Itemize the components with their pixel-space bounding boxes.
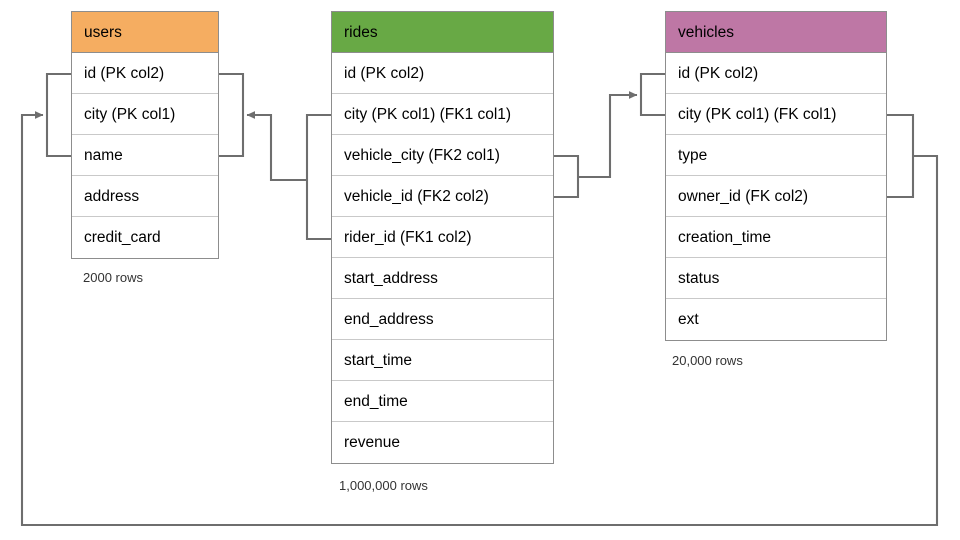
table-users-header: users: [72, 12, 218, 53]
vehicles-right-bracket: [887, 113, 915, 199]
table-rides-column-revenue[interactable]: revenue: [344, 434, 401, 451]
fk1-connector: [246, 111, 307, 182]
rides-right-bracket: [554, 154, 580, 199]
table-rides-column-end-address[interactable]: end_address: [332, 299, 553, 340]
table-rides-column-start-time[interactable]: start_time: [332, 340, 553, 381]
table-rides-header: rides: [332, 12, 553, 53]
table-rides-column-vehicle-city[interactable]: vehicle_city (FK2 col1): [332, 135, 553, 176]
table-rides-column-vehicle-id[interactable]: vehicle_id (FK2 col2): [332, 176, 553, 217]
table-vehicles-column-id[interactable]: id (PK col2): [666, 53, 886, 94]
users-right-bracket: [219, 72, 245, 158]
table-rides-column-rider-id[interactable]: rider_id (FK1 col2): [332, 217, 553, 258]
table-vehicles-column-ext[interactable]: ext: [678, 311, 699, 328]
table-vehicles-row-count: 20,000 rows: [672, 353, 743, 368]
table-users-title: users: [84, 24, 122, 41]
table-users-column-city[interactable]: city (PK col1): [72, 94, 218, 135]
table-rides-title: rides: [344, 24, 378, 41]
table-vehicles-column-owner-id[interactable]: owner_id (FK col2): [666, 176, 886, 217]
table-vehicles-column-creation-time[interactable]: creation_time: [666, 217, 886, 258]
table-rides-column-city[interactable]: city (PK col1) (FK1 col1): [332, 94, 553, 135]
table-vehicles-header: vehicles: [666, 12, 886, 53]
table-rides-column-start-address[interactable]: start_address: [332, 258, 553, 299]
table-users[interactable]: users id (PK col2) city (PK col1) name a…: [71, 11, 219, 259]
table-users-column-credit-card[interactable]: credit_card: [84, 229, 161, 246]
users-left-bracket: [45, 72, 71, 158]
table-rides-column-end-time[interactable]: end_time: [332, 381, 553, 422]
table-users-column-name[interactable]: name: [72, 135, 218, 176]
table-vehicles[interactable]: vehicles id (PK col2) city (PK col1) (FK…: [665, 11, 887, 341]
table-users-row-count: 2000 rows: [83, 270, 143, 285]
table-users-column-id[interactable]: id (PK col2): [72, 53, 218, 94]
table-vehicles-column-type[interactable]: type: [666, 135, 886, 176]
table-vehicles-column-status[interactable]: status: [666, 258, 886, 299]
table-rides[interactable]: rides id (PK col2) city (PK col1) (FK1 c…: [331, 11, 554, 464]
table-vehicles-column-city[interactable]: city (PK col1) (FK col1): [666, 94, 886, 135]
table-users-column-address[interactable]: address: [72, 176, 218, 217]
vehicles-left-bracket: [639, 72, 665, 117]
table-rides-column-id[interactable]: id (PK col2): [332, 53, 553, 94]
rides-left-bracket: [305, 113, 331, 241]
table-rides-row-count: 1,000,000 rows: [339, 478, 428, 493]
table-vehicles-title: vehicles: [678, 24, 734, 41]
fk2-connector: [578, 91, 638, 179]
